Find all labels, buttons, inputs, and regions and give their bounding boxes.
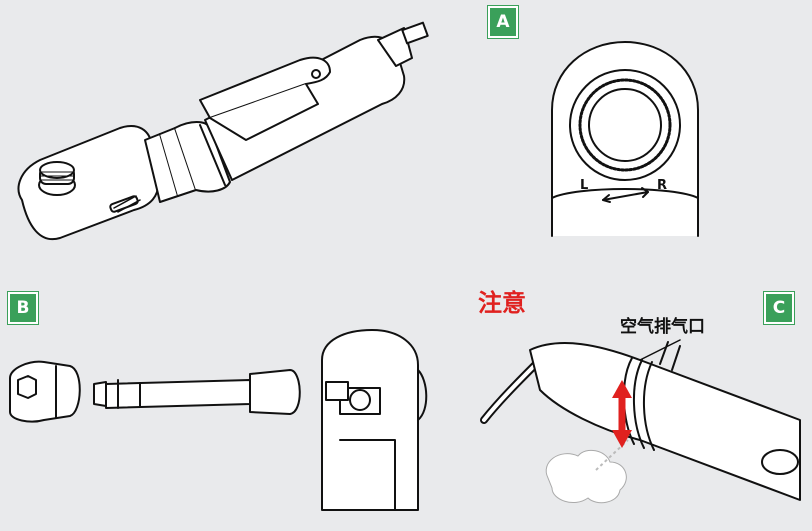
- direction-right-label: R: [657, 178, 667, 193]
- label-b: B: [8, 292, 38, 324]
- label-c: C: [764, 292, 794, 324]
- ratchet-wrench-drawing: [19, 23, 428, 239]
- air-outlet-label: 空气排气口: [620, 312, 705, 337]
- exhaust-port-drawing: [484, 340, 800, 500]
- exhaust-smoke: [546, 440, 628, 503]
- caution-label: 注意: [478, 283, 526, 318]
- socket-extension-drawing: [10, 330, 426, 510]
- direction-switch-drawing: [552, 42, 698, 236]
- direction-left-label: L: [580, 178, 588, 193]
- label-a: A: [488, 6, 518, 38]
